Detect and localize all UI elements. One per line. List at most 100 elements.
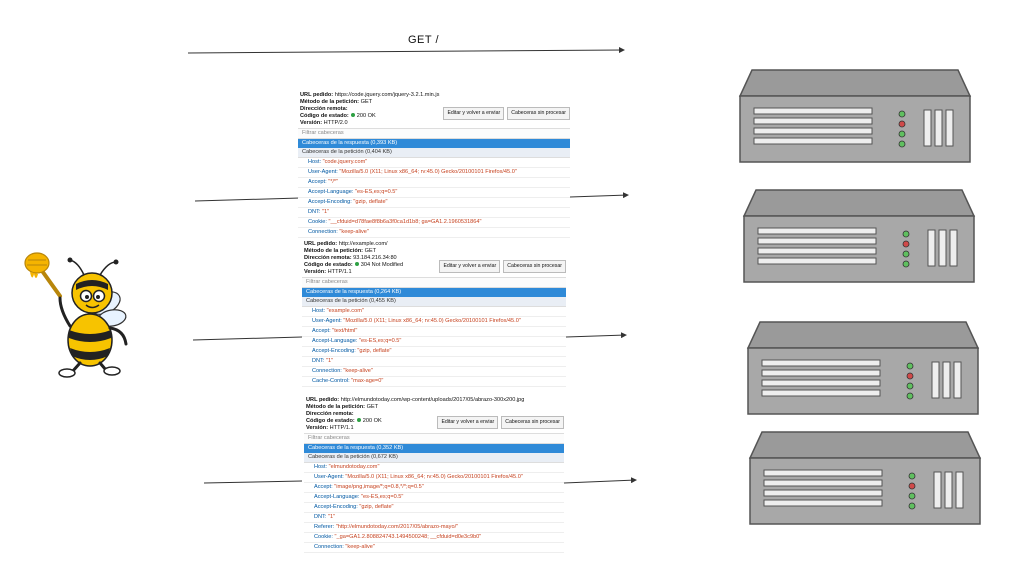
url-label: URL pedido: (304, 241, 338, 247)
header-value: "image/png,image/*;q=0.8,*/*;q=0.5" (334, 483, 424, 490)
server-1 (738, 68, 972, 169)
header-value: "keep-alive" (343, 367, 373, 374)
header-key: Referer: (314, 523, 335, 530)
header-value: "1" (322, 208, 330, 215)
header-row: Accept-Language: "es-ES,es;q=0.5" (298, 188, 570, 198)
status-ok-icon (350, 113, 355, 118)
version-value: HTTP/1.1 (329, 424, 354, 431)
arrow-client-to-panel-3 (203, 480, 303, 484)
header-row: Accept-Encoding: "gzip, deflate" (298, 198, 570, 208)
header-row: Connection: "keep-alive" (298, 228, 570, 238)
header-key: Accept-Language: (308, 188, 354, 195)
status-ok-icon (354, 262, 359, 267)
header-row: Host: "elmundotoday.com" (304, 463, 564, 473)
server-2 (742, 188, 976, 289)
header-value: "elmundotoday.com" (328, 463, 380, 470)
header-value: "Mozilla/5.0 (X11; Linux x86_64; rv:45.0… (339, 168, 517, 175)
request-panel-2: URL pedido: http://example.com/ Método d… (302, 240, 566, 388)
header-key: User-Agent: (314, 473, 344, 480)
remote-label: Dirección remota: (306, 410, 354, 417)
header-value: "_ga=GA1.2.808824743.1494500248; __cfdui… (334, 533, 482, 540)
arrow-panel-3-to-server-4 (563, 477, 637, 484)
header-key: Cookie: (314, 533, 333, 540)
request-headers-section[interactable]: Cabeceras de la petición (0,404 KB) (298, 147, 570, 158)
request-headers-section[interactable]: Cabeceras de la petición (0,672 KB) (304, 452, 564, 463)
header-row: Host: "code.jquery.com" (298, 158, 570, 168)
status-ok-icon (356, 418, 361, 423)
header-value: "gzip, deflate" (353, 198, 388, 205)
header-row: Cookie: "_ga=GA1.2.808824743.1494500248;… (304, 533, 564, 543)
header-key: User-Agent: (308, 168, 338, 175)
header-row: Accept-Language: "es-ES,es;q=0.5" (302, 337, 566, 347)
filter-headers-input[interactable]: Filtrar cabeceras (304, 432, 564, 444)
edit-resend-button[interactable]: Editar y volver a enviar (443, 107, 505, 120)
url-value: https://code.jquery.com/jquery-3.2.1.min… (334, 92, 440, 98)
version-label: Versión: (306, 424, 329, 431)
header-key: Connection: (314, 543, 344, 550)
status-value: 200 OK (362, 417, 382, 424)
status-value: 304 Not Modified (360, 261, 404, 268)
header-row: Cookie: "__cfduid=d78fae8f8b6a3f0ca1d1b8… (298, 218, 570, 228)
header-value: "gzip, deflate" (357, 347, 392, 354)
header-value: "Mozilla/5.0 (X11; Linux x86_64; rv:45.0… (345, 473, 523, 480)
header-key: Accept-Language: (312, 337, 358, 344)
header-key: Accept-Language: (314, 493, 360, 500)
header-row: Referer: "http://elmundotoday.com/2017/0… (304, 523, 564, 533)
response-headers-section[interactable]: Cabeceras de la respuesta (0,352 KB) (304, 443, 564, 453)
request-headers-section[interactable]: Cabeceras de la petición (0,455 KB) (302, 296, 566, 307)
request-panel-1: URL pedido: https://code.jquery.com/jque… (298, 91, 570, 238)
server-3 (746, 320, 980, 421)
server-icon (748, 431, 982, 525)
diagram-title: GET / (408, 34, 440, 46)
url-value: http://elmundotoday.com/wp-content/uploa… (340, 397, 525, 403)
method-label: Método de la petición: (306, 403, 366, 410)
header-value: "1" (328, 513, 336, 520)
filter-headers-input[interactable]: Filtrar cabeceras (302, 276, 566, 288)
header-key: Connection: (312, 367, 342, 374)
response-headers-section[interactable]: Cabeceras de la respuesta (0,393 KB) (298, 138, 570, 148)
header-value: "code.jquery.com" (322, 158, 368, 165)
header-value: "keep-alive" (345, 543, 375, 550)
server-icon (746, 321, 980, 415)
edit-resend-button[interactable]: Editar y volver a enviar (439, 260, 501, 273)
arrow-client-to-panel-1 (194, 197, 301, 202)
header-key: Accept: (314, 483, 333, 490)
header-key: Accept: (312, 327, 331, 334)
header-key: Accept: (308, 178, 327, 185)
method-value: GET (366, 403, 379, 410)
header-value: "*/*" (328, 178, 339, 185)
header-value: "http://elmundotoday.com/2017/05/abrazo-… (335, 523, 459, 530)
arrow-get-request (187, 47, 625, 54)
raw-headers-button[interactable]: Cabeceras sin procesar (501, 416, 564, 429)
header-row: Host: "example.com" (302, 307, 566, 317)
edit-resend-button[interactable]: Editar y volver a enviar (437, 416, 499, 429)
client-bee (20, 248, 138, 378)
header-row: Cache-Control: "max-age=0" (302, 377, 566, 387)
header-row: Connection: "keep-alive" (302, 367, 566, 377)
header-key: DNT: (314, 513, 327, 520)
header-row: Connection: "keep-alive" (304, 543, 564, 553)
header-row: Accept-Language: "es-ES,es;q=0.5" (304, 493, 564, 503)
raw-headers-button[interactable]: Cabeceras sin procesar (503, 260, 566, 273)
status-value: 200 OK (356, 112, 376, 119)
header-key: DNT: (312, 357, 325, 364)
header-key: Cache-Control: (312, 377, 350, 384)
method-value: GET (364, 247, 377, 254)
header-row: DNT: "1" (298, 208, 570, 218)
header-row: User-Agent: "Mozilla/5.0 (X11; Linux x86… (304, 473, 564, 483)
url-label: URL pedido: (300, 92, 334, 98)
status-label: Código de estado: (306, 417, 355, 424)
raw-headers-button[interactable]: Cabeceras sin procesar (507, 107, 570, 120)
header-value: "1" (326, 357, 334, 364)
response-headers-section[interactable]: Cabeceras de la respuesta (0,264 KB) (302, 287, 566, 297)
header-row: Accept-Encoding: "gzip, deflate" (302, 347, 566, 357)
remote-label: Dirección remota: (300, 105, 348, 112)
remote-label: Dirección remota: (304, 254, 352, 261)
header-row: User-Agent: "Mozilla/5.0 (X11; Linux x86… (302, 317, 566, 327)
version-label: Versión: (304, 268, 327, 275)
header-value: "keep-alive" (339, 228, 369, 235)
method-value: GET (360, 98, 373, 105)
header-value: "es-ES,es;q=0.5" (354, 188, 398, 195)
filter-headers-input[interactable]: Filtrar cabeceras (298, 127, 570, 139)
server-icon (738, 69, 972, 163)
